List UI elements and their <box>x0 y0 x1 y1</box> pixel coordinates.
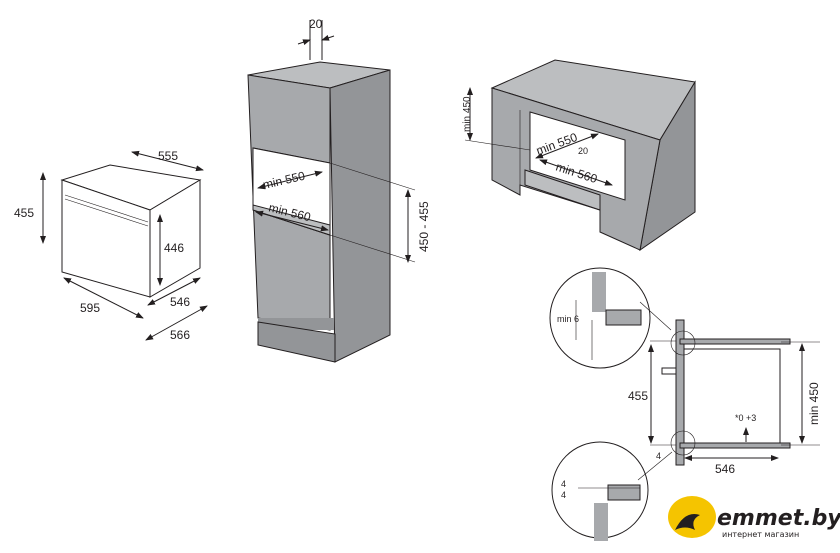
island-rear-gap-label: 20 <box>578 146 588 156</box>
section-height-label: 455 <box>628 389 648 403</box>
detail-gap-1-label: 4 <box>561 479 566 489</box>
island-drawing <box>464 59 696 252</box>
section-gap-top-label: min 6 <box>557 314 579 324</box>
logo-tagline: интернет магазин <box>722 530 799 539</box>
oven-height-outer-label: 455 <box>14 206 34 220</box>
oven-depth-door-label: 566 <box>170 328 190 342</box>
oven-depth-body-label: 546 <box>170 295 190 309</box>
oven-width-label: 595 <box>80 301 100 315</box>
section-tolerance-label: *0 +3 <box>735 413 756 423</box>
tall-cabinet-drawing <box>247 20 416 363</box>
island-height-label: min 450 <box>462 96 473 132</box>
section-depth-label: 546 <box>715 462 735 476</box>
detail-gap-2-label: 4 <box>561 490 566 500</box>
emmet-logo: emmet.by интернет магазин <box>668 496 840 539</box>
oven-depth-total-label: 555 <box>158 149 178 163</box>
logo-name: emmet.by <box>717 506 840 531</box>
cabinet-rear-gap-label: 20 <box>309 17 323 31</box>
section-drawing <box>549 267 820 541</box>
section-gap-bottom-label: 4 <box>656 451 661 461</box>
section-niche-height-label: min 450 <box>807 382 821 425</box>
cabinet-niche-height-label: 450 - 455 <box>417 201 431 252</box>
oven-drawing <box>40 150 208 341</box>
oven-height-inner-label: 446 <box>164 241 184 255</box>
